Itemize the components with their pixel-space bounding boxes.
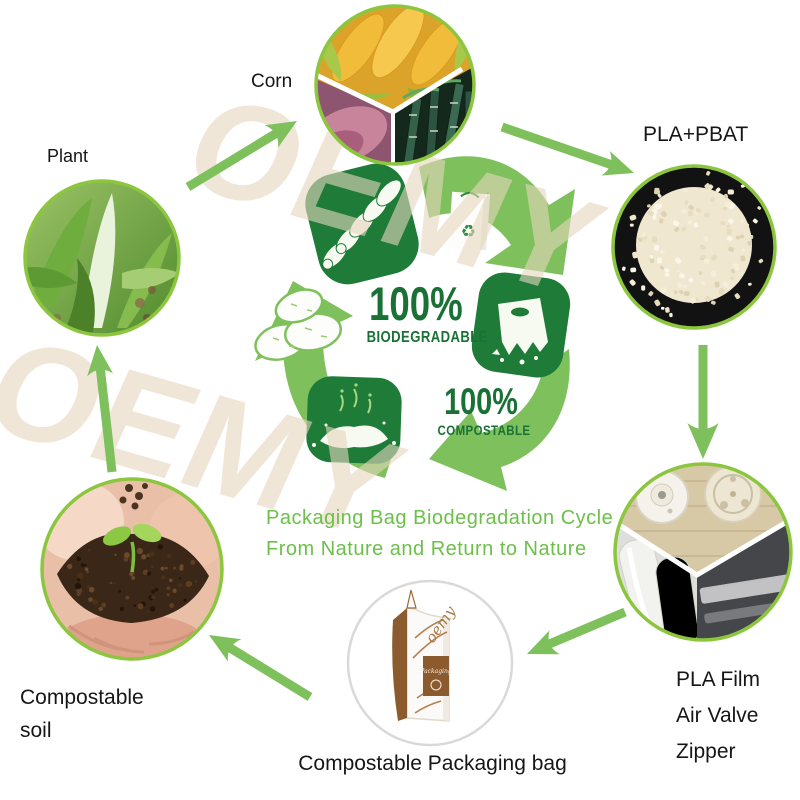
badge-biodegradable-value: 100% xyxy=(368,277,463,330)
caption-line1: Packaging Bag Biodegradation Cycle xyxy=(266,507,614,529)
air-valve-label: Air Valve xyxy=(676,704,759,727)
badge-compostable: 100% COMPOSTABLE xyxy=(428,383,534,437)
compost-powder-icon xyxy=(306,376,402,464)
sprout-icon xyxy=(102,523,162,573)
badge-compostable-label: COMPOSTABLE xyxy=(437,422,531,438)
potatoes-icon xyxy=(254,288,343,361)
badge-biodegradable-label: BIODEGRADABLE xyxy=(366,329,488,346)
pla-film-label: PLA Film xyxy=(676,668,761,691)
zipper-icon xyxy=(699,574,791,624)
recycle-cycle-illustration: ♻ xyxy=(254,156,575,491)
svg-text:♻: ♻ xyxy=(460,221,477,241)
plant-photo xyxy=(23,179,181,337)
pla-film-photo xyxy=(613,462,793,642)
caption-line2: From Nature and Return to Nature xyxy=(266,538,587,560)
corn-photo xyxy=(314,4,476,166)
stand-up-pouch-icon: oemy Packaging xyxy=(392,589,460,722)
pla-pbat-label: PLA+PBAT xyxy=(643,123,749,146)
packaging-bag-label: Compostable Packaging bag xyxy=(298,752,567,775)
paper-bag-icon: ♻ xyxy=(448,191,491,251)
badge-biodegradable: 100% BIODEGRADABLE xyxy=(356,277,488,346)
soil-photo xyxy=(40,477,224,661)
compostable-soil-label-line2: soil xyxy=(20,719,52,742)
arrow-bag-to-soil xyxy=(209,635,313,701)
arrow-film-to-bag xyxy=(527,607,627,655)
pla-pbat-photo xyxy=(611,164,777,330)
packaging-bag-photo: oemy Packaging xyxy=(346,579,514,747)
arrow-soil-to-plant xyxy=(87,345,117,473)
compostable-soil-label-line1: Compostable xyxy=(20,686,144,709)
svg-text:Packaging: Packaging xyxy=(419,668,452,675)
corn-label: Corn xyxy=(251,71,293,92)
plant-label: Plant xyxy=(47,146,89,166)
arrow-pla-pbat-to-film xyxy=(687,345,719,459)
corn-cobs-icon xyxy=(305,163,419,285)
pellets-cluster xyxy=(621,170,764,318)
badge-compostable-value: 100% xyxy=(444,381,518,422)
soil-texture xyxy=(67,544,198,613)
degrading-bag-icon xyxy=(471,272,571,378)
zipper-label: Zipper xyxy=(676,740,736,763)
